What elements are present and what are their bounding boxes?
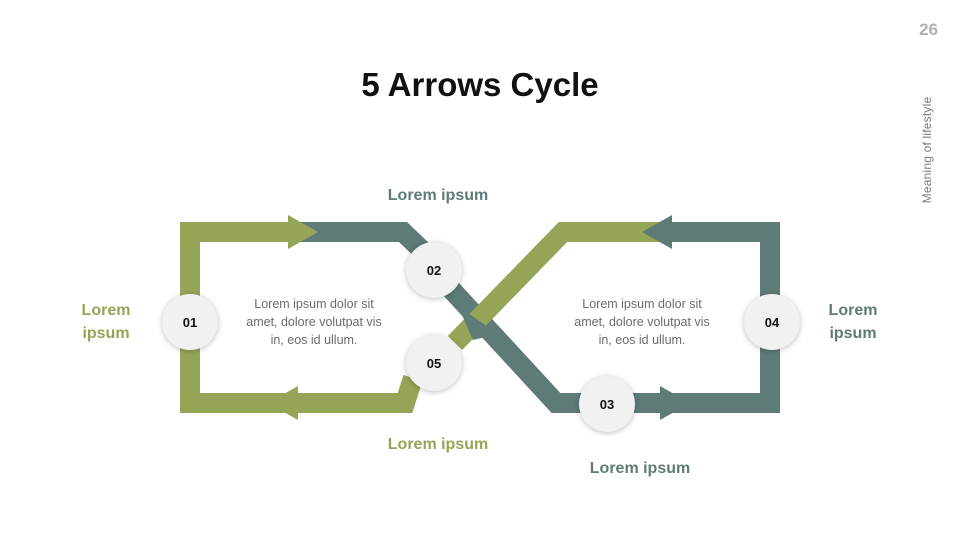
arrowhead-bottom-left bbox=[268, 386, 298, 420]
green-cross-diagonal bbox=[447, 222, 662, 350]
teal-right-loop bbox=[442, 222, 780, 413]
left-description: Lorem ipsum dolor sit amet, dolore volut… bbox=[246, 297, 382, 347]
page-number: 26 bbox=[919, 20, 938, 39]
step-01-node: 01 bbox=[162, 294, 218, 350]
step-02-node: 02 bbox=[406, 242, 462, 298]
step-04-label: Lorem ipsum bbox=[828, 302, 878, 342]
step-05-label: Lorem ipsum bbox=[387, 436, 489, 453]
arrowhead-top-left bbox=[288, 215, 318, 249]
step-02-label: Lorem ipsum bbox=[387, 187, 489, 204]
right-description: Lorem ipsum dolor sit amet, dolore volut… bbox=[574, 297, 710, 347]
step-05-node: 05 bbox=[406, 335, 462, 391]
step-04-node: 04 bbox=[744, 294, 800, 350]
step-03-label: Lorem ipsum bbox=[589, 460, 691, 477]
step-01-label: Lorem ipsum bbox=[81, 302, 131, 342]
arrowhead-bottom-right bbox=[660, 386, 690, 420]
green-left-loop bbox=[180, 222, 423, 413]
arrowhead-top-right bbox=[642, 215, 672, 249]
step-03-node: 03 bbox=[579, 376, 635, 432]
slide-title: 5 Arrows Cycle bbox=[361, 66, 599, 103]
arrowhead-diagonal bbox=[458, 306, 498, 340]
